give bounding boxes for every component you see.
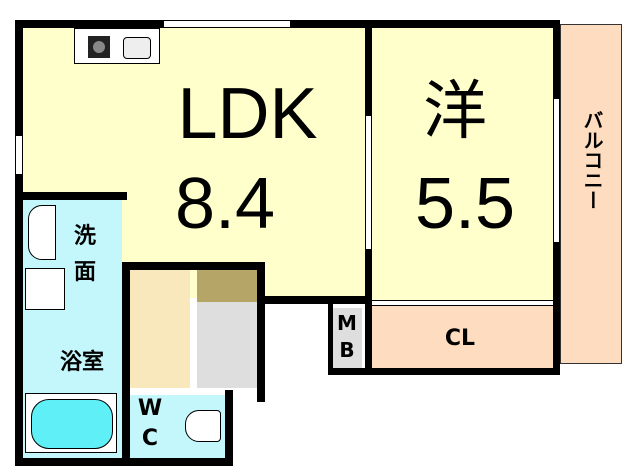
meter-box — [332, 308, 362, 368]
room-closet — [370, 306, 556, 368]
window-balcony — [553, 98, 560, 243]
entrance — [265, 306, 333, 376]
wall-ldk-washroom — [15, 192, 127, 200]
wall-left-lower — [15, 190, 23, 465]
balcony-label: バルコニー — [580, 110, 604, 210]
ldk-label: LDK — [177, 74, 318, 154]
wall-storage-right — [257, 262, 265, 402]
window-western — [365, 115, 372, 250]
meter-box-label-top: M — [337, 311, 357, 335]
wall-storage-left — [122, 262, 130, 462]
window-left — [15, 135, 23, 175]
window-top — [163, 20, 291, 28]
storage-tan — [130, 270, 190, 388]
bathtub-icon — [25, 393, 117, 453]
storage-gray — [197, 302, 257, 388]
meter-box-label-bottom: B — [339, 338, 355, 362]
washbasin-icon — [28, 205, 56, 260]
wall-wc-right — [225, 390, 233, 465]
closet-label: CL — [444, 326, 476, 351]
western-label: 洋 — [423, 75, 487, 149]
wall-ldk-bottom — [265, 296, 370, 304]
sink-icon — [123, 37, 151, 59]
wall-right-lower — [553, 243, 560, 375]
wall-bottom-right — [328, 368, 560, 375]
toilet-icon — [185, 410, 221, 442]
wall-bottom — [15, 458, 233, 466]
western-size: 5.5 — [414, 164, 516, 244]
washroom-label-bottom: 面 — [73, 260, 96, 285]
washroom-label-top: 洗 — [73, 224, 96, 249]
washing-machine-icon — [25, 268, 65, 310]
stove-icon — [88, 36, 110, 58]
wall-ldk-western — [365, 20, 372, 115]
bathroom-label: 浴室 — [59, 350, 104, 375]
toilet-label-bottom: C — [141, 426, 159, 451]
wall-right — [553, 20, 560, 98]
wall-ldk-western-lower — [365, 250, 372, 375]
room-western — [370, 26, 558, 306]
wall-storage-top — [122, 262, 265, 270]
storage-olive — [197, 270, 257, 302]
toilet-label-top: W — [137, 396, 163, 421]
wall-left — [15, 20, 23, 210]
ldk-size: 8.4 — [174, 164, 276, 244]
wall-mb-left — [328, 304, 333, 375]
balcony — [560, 24, 622, 364]
